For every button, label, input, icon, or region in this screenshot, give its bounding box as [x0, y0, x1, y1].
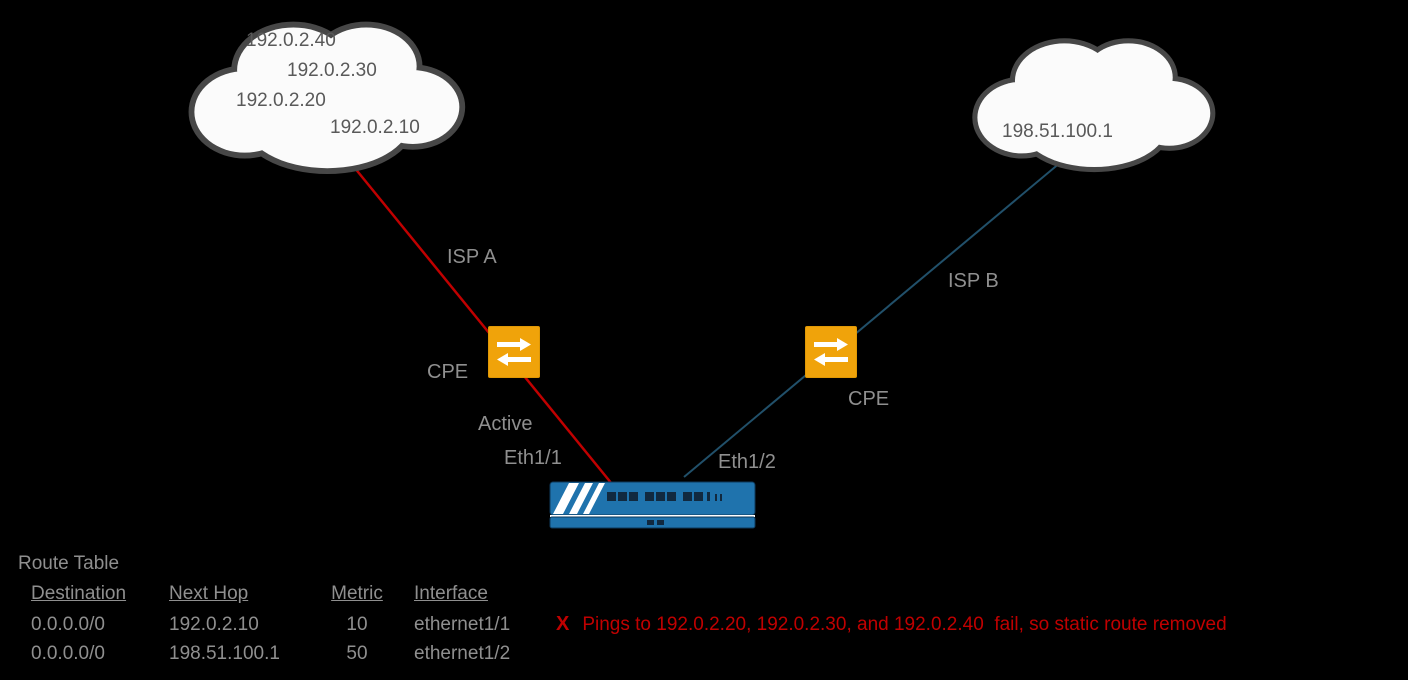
isp-a-label: ISP A [447, 246, 497, 268]
active-label: Active [478, 413, 533, 435]
transfer-arrows-icon [487, 325, 541, 379]
route-interface: ethernet1/2 [414, 643, 511, 664]
isp-b-link-line [683, 146, 1080, 478]
route-table-title: Route Table [18, 553, 120, 574]
header-next-hop: Next Hop [169, 583, 249, 604]
route-next-hop: 198.51.100.1 [169, 643, 280, 664]
route-row-1: 0.0.0.0/0 192.0.2.10 10 ethernet1/1 X Pi… [18, 609, 1227, 639]
isp-b-cloud [945, 28, 1235, 173]
route-destination: 0.0.0.0/0 [31, 643, 105, 664]
route-metric: 10 [346, 614, 368, 635]
isp-a-address-4: 192.0.2.10 [330, 117, 420, 138]
isp-b-address: 198.51.100.1 [1002, 121, 1113, 142]
route-next-hop: 192.0.2.10 [169, 614, 259, 635]
route-interface: ethernet1/1 [414, 614, 511, 635]
route-metric: 50 [346, 643, 368, 664]
header-interface: Interface [414, 583, 488, 604]
transfer-arrows-icon [804, 325, 858, 379]
route-table: Route Table Destination Next Hop Metric … [18, 549, 1227, 669]
isp-a-link-line [331, 139, 613, 485]
isp-a-address-1: 192.0.2.40 [246, 30, 336, 51]
firewall-icon [549, 481, 756, 529]
cpe-a-label: CPE [427, 361, 469, 383]
route-row-2: 0.0.0.0/0 198.51.100.1 50 ethernet1/2 [18, 639, 1227, 669]
header-destination: Destination [31, 583, 127, 604]
isp-a-address-2: 192.0.2.30 [287, 60, 377, 81]
header-metric: Metric [331, 583, 383, 604]
cpe-b-label: CPE [848, 388, 890, 410]
eth1-1-label: Eth1/1 [504, 447, 562, 469]
isp-a-address-3: 192.0.2.20 [236, 90, 326, 111]
route-destination: 0.0.0.0/0 [31, 614, 105, 635]
failure-annotation: Pings to 192.0.2.20, 192.0.2.30, and 192… [582, 614, 1227, 635]
route-table-header-row: Destination Next Hop Metric Interface [18, 579, 1227, 609]
firewall-device [549, 481, 756, 529]
cpe-b-device [804, 325, 858, 379]
failure-x-mark: X [556, 613, 570, 635]
eth1-2-label: Eth1/2 [718, 451, 776, 473]
isp-b-label: ISP B [948, 270, 999, 292]
cpe-a-device [487, 325, 541, 379]
cloud-icon [972, 38, 1216, 173]
